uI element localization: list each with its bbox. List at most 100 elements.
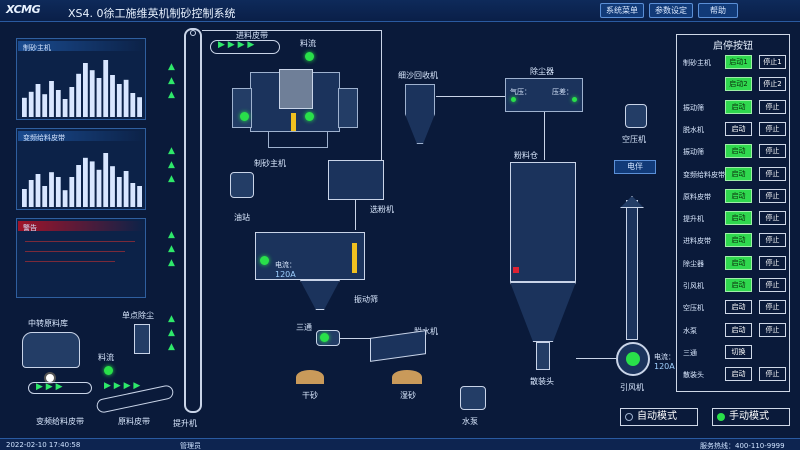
control-row: 振动筛启动停止 bbox=[681, 144, 787, 160]
stop-button[interactable]: 停止1 bbox=[759, 55, 786, 69]
start-button[interactable]: 启动 bbox=[725, 99, 752, 114]
start-button[interactable]: 启动1 bbox=[725, 55, 752, 69]
control-row: 空压机启动停止 bbox=[681, 300, 787, 316]
stop-button[interactable]: 停止 bbox=[759, 144, 786, 159]
chart-bar bbox=[76, 73, 81, 117]
chart-bar bbox=[130, 93, 136, 117]
chart-bar bbox=[28, 180, 34, 207]
fan-current-value: 120A bbox=[654, 362, 675, 371]
control-row-label: 引风机 bbox=[683, 282, 704, 290]
wet-sand-pile bbox=[392, 370, 422, 384]
auto-mode-label: 自动模式 bbox=[637, 411, 677, 422]
chart-bar bbox=[116, 84, 122, 117]
air-pressure-label: 气压： bbox=[510, 88, 531, 96]
chart-bar bbox=[49, 172, 54, 207]
status-user: 管理员 bbox=[180, 442, 201, 450]
chart-bar bbox=[83, 63, 88, 117]
sand-main-chart-panel: 制砂主机 bbox=[16, 38, 146, 120]
start-button[interactable]: 启动 bbox=[725, 367, 752, 382]
stop-button[interactable]: 停止 bbox=[759, 233, 786, 248]
control-row: 进料皮带启动停止 bbox=[681, 233, 787, 249]
stop-button[interactable]: 停止 bbox=[759, 99, 786, 114]
powder-silo-cone bbox=[510, 282, 576, 342]
chart-bar bbox=[22, 97, 27, 117]
start-button[interactable]: 启动 bbox=[725, 144, 752, 159]
stop-button[interactable]: 停止 bbox=[759, 188, 786, 203]
control-row-label: 水泵 bbox=[683, 326, 697, 335]
sand-main-bar-chart bbox=[22, 60, 142, 117]
help-button[interactable]: 帮助 bbox=[698, 3, 738, 18]
start-button[interactable]: 启动 bbox=[725, 255, 752, 270]
transfer-bin-gate-icon bbox=[44, 372, 56, 384]
oil-station-label: 油站 bbox=[234, 213, 250, 222]
feed-belt-label: 进料皮带 bbox=[236, 31, 268, 40]
start-button[interactable]: 启动 bbox=[725, 188, 752, 203]
stop-button[interactable]: 停止 bbox=[759, 367, 786, 382]
water-pump bbox=[460, 386, 486, 410]
dust-collector: 气压： 压差： bbox=[505, 78, 583, 112]
chart-bar bbox=[62, 99, 68, 117]
sand-main-machine bbox=[250, 69, 340, 132]
auto-mode-button[interactable]: 自动模式 bbox=[620, 408, 698, 426]
dry-sand-label: 干砂 bbox=[302, 391, 318, 400]
chart-bar bbox=[96, 78, 102, 117]
screen-current-label: 电流： bbox=[275, 261, 296, 269]
control-row-label: 变频给料皮带 bbox=[683, 170, 725, 179]
stop-button[interactable]: 停止 bbox=[759, 166, 786, 181]
stop-button[interactable]: 停止 bbox=[759, 322, 786, 337]
powder-silo bbox=[510, 162, 576, 282]
stop-button[interactable]: 停止 bbox=[759, 211, 786, 226]
control-row: 三通切换 bbox=[681, 344, 787, 361]
tee-status-indicator bbox=[320, 333, 329, 342]
stop-button[interactable]: 停止 bbox=[759, 300, 786, 315]
material-flow-top-indicator bbox=[305, 52, 314, 61]
start-button[interactable]: 启动 bbox=[725, 166, 752, 181]
chart-bar bbox=[116, 177, 122, 207]
powder-silo-label: 粉料仓 bbox=[514, 151, 538, 160]
stop-button[interactable]: 停止2 bbox=[759, 77, 786, 92]
control-row-label: 提升机 bbox=[683, 215, 704, 224]
alarm-panel: 警告 bbox=[16, 218, 146, 298]
sand-main-status-indicator bbox=[240, 112, 249, 121]
start-button[interactable]: 启动 bbox=[725, 278, 752, 292]
control-row: 脱水机启动停止 bbox=[681, 121, 787, 138]
control-row: 水泵 启动停止 bbox=[681, 322, 787, 339]
control-row-label: 除尘器 bbox=[683, 259, 704, 268]
start-button[interactable]: 启动 bbox=[725, 211, 752, 226]
start-button[interactable]: 启动 bbox=[725, 121, 752, 136]
vibrating-screen bbox=[255, 232, 365, 280]
powder-selector-label: 选粉机 bbox=[370, 205, 394, 214]
elevator-flow-arrows: ▲▲▲▲▲▲▲▲▲▲▲▲ bbox=[168, 62, 175, 352]
chart-bar bbox=[42, 186, 48, 207]
bulk-head-label: 散装头 bbox=[530, 377, 554, 386]
param-settings-button[interactable]: 参数设定 bbox=[649, 3, 693, 18]
start-button[interactable]: 切换 bbox=[725, 344, 752, 359]
sand-main-chart-title: 制砂主机 bbox=[23, 44, 51, 52]
dewatering-machine bbox=[370, 330, 426, 362]
start-button[interactable]: 启动 bbox=[725, 300, 752, 315]
start-button[interactable]: 启动 bbox=[725, 322, 752, 337]
control-row: 引风机 启动停止 bbox=[681, 278, 787, 294]
oil-station bbox=[230, 172, 254, 198]
air-compressor bbox=[625, 104, 647, 128]
start-button[interactable]: 启动2 bbox=[725, 77, 752, 92]
electric-heat-button[interactable]: 电伴 bbox=[614, 160, 656, 174]
chart-bar bbox=[137, 97, 142, 117]
stop-button[interactable]: 停止 bbox=[759, 278, 786, 292]
system-menu-button[interactable]: 系统菜单 bbox=[600, 3, 644, 18]
stop-button[interactable]: 停止 bbox=[759, 121, 786, 136]
chart-bar bbox=[123, 171, 129, 207]
manual-mode-label: 手动模式 bbox=[729, 411, 769, 422]
transfer-bin-label: 中转原料库 bbox=[28, 319, 68, 328]
feed-belt-arrows: ▶ ▶ ▶ ▶ bbox=[218, 40, 255, 50]
air-compressor-label: 空压机 bbox=[622, 135, 646, 144]
status-bar: 2022-02-10 17:40:58 管理员 服务热线：400-110-999… bbox=[0, 438, 800, 450]
raw-belt-arrows: ▶ ▶ ▶ ▶ bbox=[104, 381, 141, 391]
start-button[interactable]: 启动 bbox=[725, 233, 752, 248]
stop-button[interactable]: 停止 bbox=[759, 255, 786, 270]
control-row-label: 制砂主机 bbox=[683, 59, 711, 67]
manual-mode-button[interactable]: 手动模式 bbox=[712, 408, 790, 426]
chart-bar bbox=[42, 94, 48, 117]
chart-bar bbox=[83, 157, 88, 207]
